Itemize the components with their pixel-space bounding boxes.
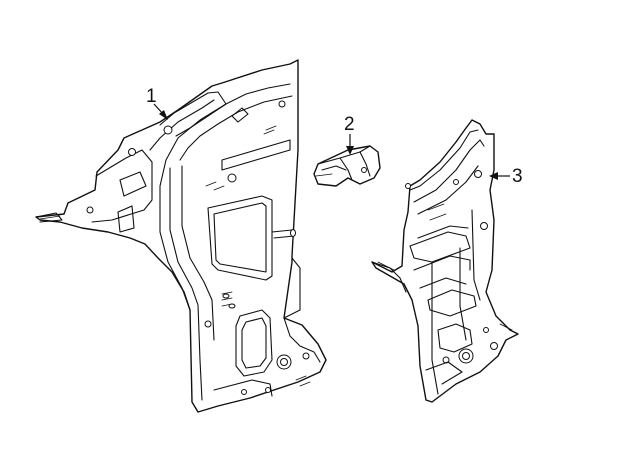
callout-3: 3 — [489, 166, 523, 187]
leader-arrow-1 — [159, 110, 168, 120]
callout-label-1: 1 — [146, 86, 157, 107]
callout-1: 1 — [146, 86, 168, 120]
callout-2: 2 — [344, 114, 355, 155]
part-1-pillar-panel — [35, 59, 327, 413]
callout-label-2: 2 — [344, 114, 355, 135]
leader-arrow-2 — [346, 146, 354, 155]
part-2-bracket — [313, 145, 381, 187]
callout-label-3: 3 — [512, 166, 523, 187]
part-3-reinforcement — [371, 119, 519, 403]
leader-arrow-3 — [489, 172, 498, 180]
